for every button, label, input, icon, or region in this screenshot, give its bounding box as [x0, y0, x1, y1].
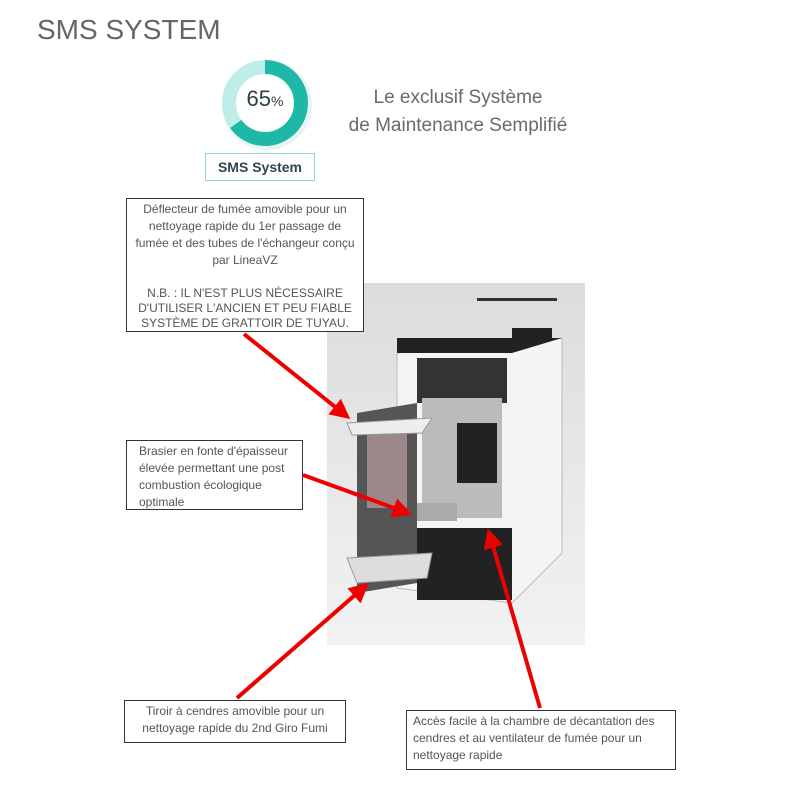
callout-ash-drawer: Tiroir à cendres amovible pour un nettoy…	[124, 700, 346, 743]
callout-chamber: Accès facile à la chambre de décantation…	[406, 710, 676, 770]
tagline: Le exclusif Système de Maintenance Sempl…	[330, 84, 586, 140]
percent-value: 65	[246, 86, 272, 111]
stove-image	[327, 283, 585, 645]
callout-brasier: Brasier en fonte d'épaisseur élevée perm…	[126, 440, 303, 510]
callout-deflector-text: Déflecteur de fumée amovible pour un net…	[135, 202, 355, 267]
callout-deflector-note: N.B. : IL N'EST PLUS NÉCESSAIRE D'UTILIS…	[138, 286, 352, 330]
tagline-line1: Le exclusif Système	[373, 87, 543, 108]
percent-sign: %	[271, 93, 284, 109]
tagline-line2: de Maintenance Semplifié	[348, 115, 568, 136]
percent-label: 65%	[220, 86, 310, 112]
callout-deflector: Déflecteur de fumée amovible pour un net…	[126, 198, 364, 332]
sms-system-badge: SMS System	[205, 153, 315, 181]
sms-donut-logo	[222, 60, 312, 150]
donut-progress-arc	[222, 60, 308, 146]
stove-illustration	[346, 298, 563, 604]
page-title: SMS SYSTEM	[37, 14, 221, 45]
